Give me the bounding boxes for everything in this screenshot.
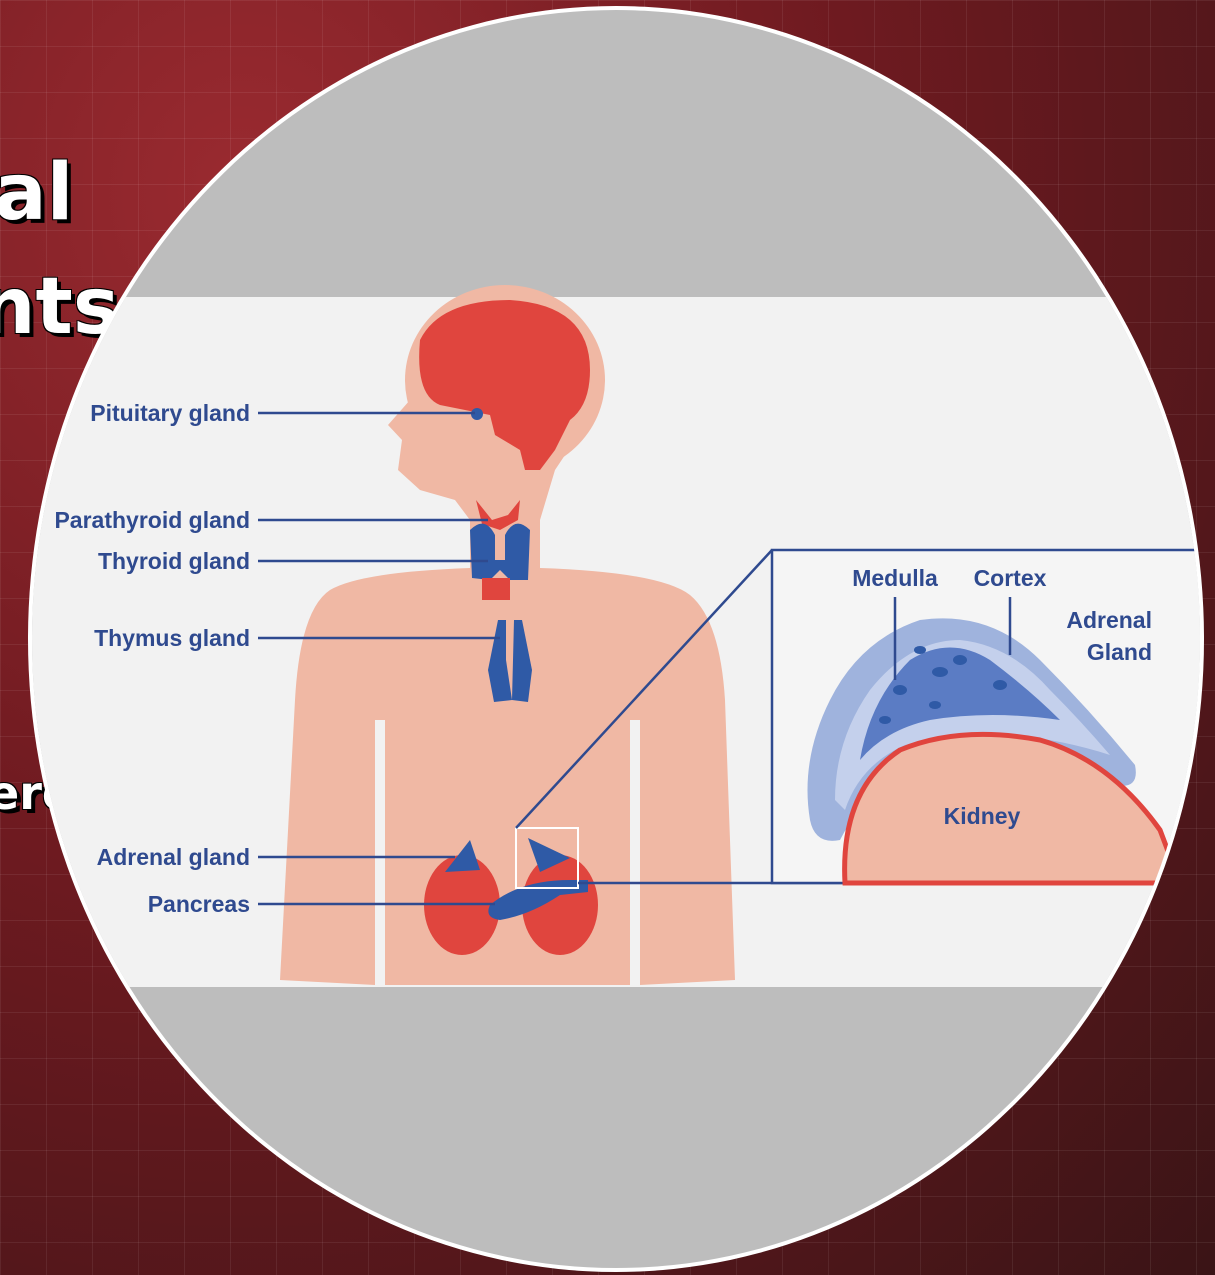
inset-label-kidney: Kidney xyxy=(944,803,1021,829)
label-adrenal-gland: Adrenal gland xyxy=(97,844,250,870)
label-thymus-gland: Thymus gland xyxy=(94,625,250,651)
inset-label-adrenal: Adrenal xyxy=(1066,607,1152,633)
label-pituitary-gland: Pituitary gland xyxy=(90,400,250,426)
inset-label-cortex: Cortex xyxy=(974,565,1047,591)
inset-label-medulla: Medulla xyxy=(852,565,938,591)
inset-label-gland: Gland xyxy=(1087,639,1152,665)
adrenal-inset: Medulla Cortex Adrenal Gland Kidney xyxy=(772,550,1204,883)
endocrine-diagram: Pituitary gland Parathyroid gland Thyroi… xyxy=(28,6,1204,1272)
diagram-circle-frame: Pituitary gland Parathyroid gland Thyroi… xyxy=(28,6,1204,1272)
trachea-shape xyxy=(482,578,510,600)
label-pancreas: Pancreas xyxy=(148,891,250,917)
label-thyroid-gland: Thyroid gland xyxy=(98,548,250,574)
label-parathyroid-gland: Parathyroid gland xyxy=(54,507,250,533)
